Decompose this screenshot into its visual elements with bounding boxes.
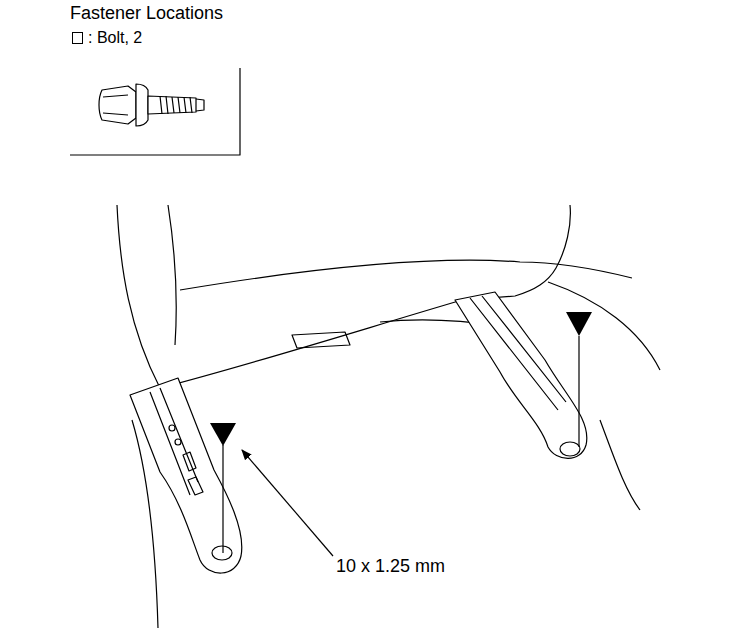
inset-frame [70, 68, 240, 155]
bolt-symbol [99, 84, 204, 126]
legend-symbol [72, 32, 83, 44]
seat-rail [455, 292, 587, 458]
legend-row: : Bolt, 2 [72, 29, 142, 47]
bolt-marker [566, 312, 592, 336]
dimension-label: 10 x 1.25 mm [336, 556, 445, 577]
bolt-pointer [578, 336, 579, 447]
leader-line [242, 450, 333, 556]
title-text: Fastener Locations [70, 3, 223, 23]
bolt-marker [210, 423, 236, 446]
seat-rail [130, 378, 242, 573]
legend-text: : Bolt, 2 [88, 29, 142, 46]
dimension-text: 10 x 1.25 mm [336, 556, 445, 576]
figure-title: Fastener Locations [70, 3, 223, 24]
seat-outline [117, 205, 660, 628]
bolt-pointer [222, 445, 223, 553]
